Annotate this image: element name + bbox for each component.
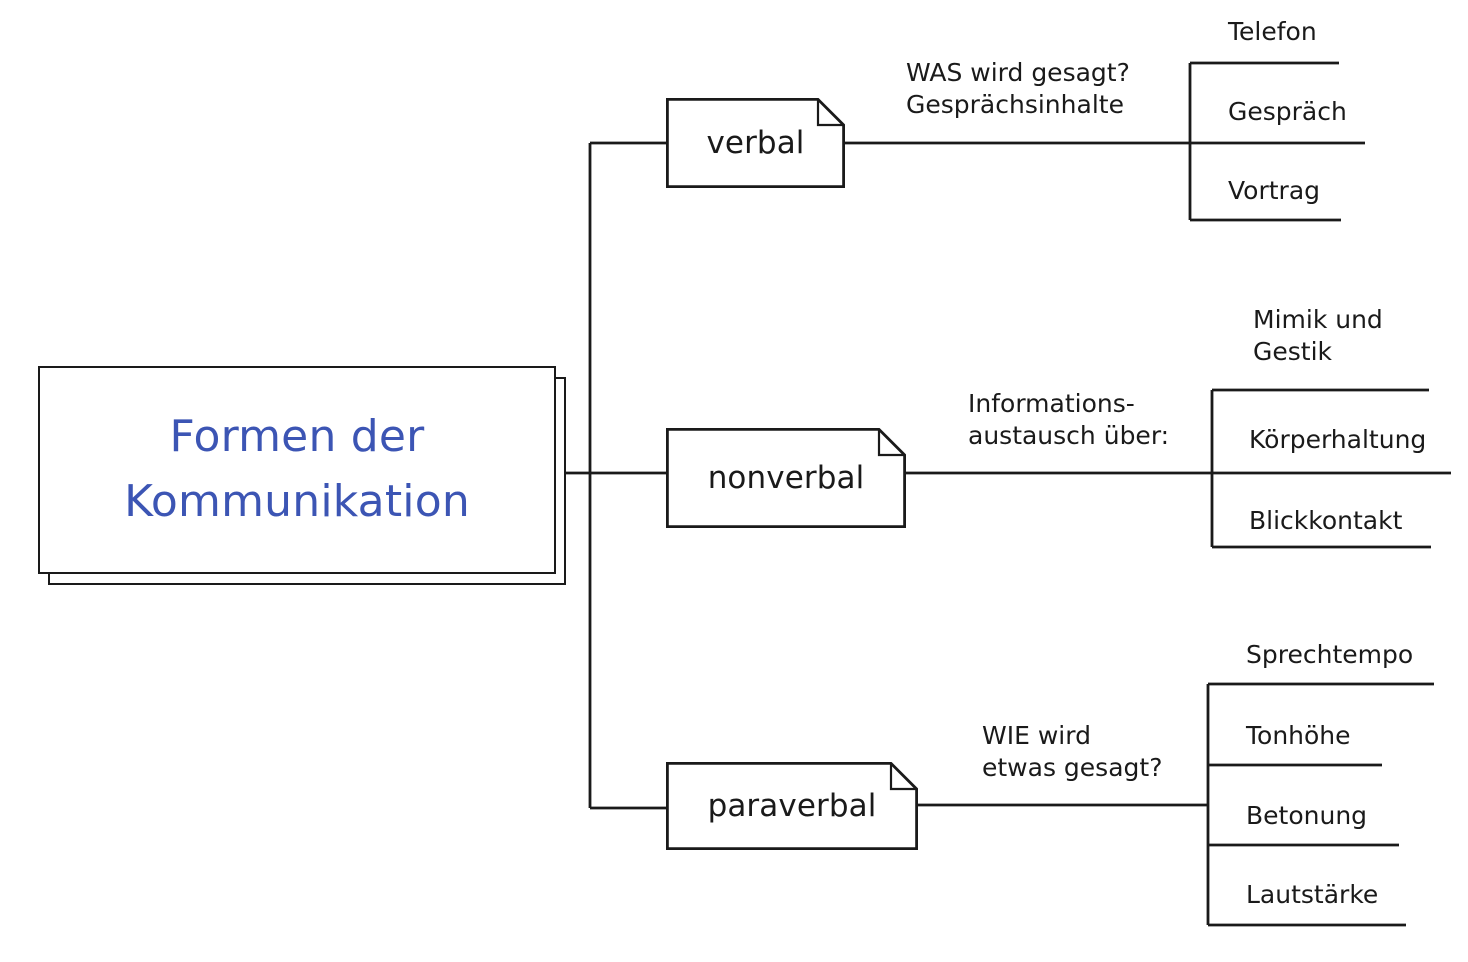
leaf-label-gespraech: Gespräch bbox=[1228, 97, 1347, 126]
node-paraverbal[interactable]: paraverbal bbox=[666, 762, 918, 850]
leaf-label-koerperhaltung: Körperhaltung bbox=[1249, 425, 1427, 454]
folded-corner-icon bbox=[816, 99, 844, 127]
root-card[interactable]: Formen der Kommunikation bbox=[38, 366, 556, 574]
node-verbal-label: verbal bbox=[706, 124, 805, 161]
leaf-label-vortrag: Vortrag bbox=[1228, 176, 1321, 205]
document-shape-icon bbox=[666, 762, 918, 850]
document-shape-icon bbox=[666, 98, 845, 188]
page-title: Formen der Kommunikation bbox=[124, 411, 470, 527]
node-verbal[interactable]: verbal bbox=[666, 98, 845, 188]
node-nonverbal[interactable]: nonverbal bbox=[666, 428, 906, 528]
node-nonverbal-label: nonverbal bbox=[707, 459, 865, 496]
edge-caption-nonverbal: Informations- austausch über: bbox=[968, 389, 1170, 450]
folded-corner-icon bbox=[877, 429, 905, 457]
leaf-label-telefon: Telefon bbox=[1228, 17, 1317, 46]
leaf-label-lautstaerke: Lautstärke bbox=[1246, 880, 1379, 909]
edge-caption-verbal: WAS wird gesagt? Gesprächsinhalte bbox=[906, 58, 1130, 119]
document-shape-icon bbox=[666, 428, 906, 528]
leaf-label-sprechtempo: Sprechtempo bbox=[1246, 640, 1414, 669]
leaf-label-mimik-und-gestik: Mimik und Gestik bbox=[1253, 305, 1383, 366]
edge-caption-paraverbal: WIE wird etwas gesagt? bbox=[982, 721, 1163, 782]
leaf-label-tonhoehe: Tonhöhe bbox=[1246, 721, 1351, 750]
folded-corner-icon bbox=[889, 763, 917, 791]
leaf-label-betonung: Betonung bbox=[1246, 801, 1368, 830]
node-paraverbal-label: paraverbal bbox=[707, 787, 877, 824]
leaf-label-blickkontakt: Blickkontakt bbox=[1249, 506, 1403, 535]
